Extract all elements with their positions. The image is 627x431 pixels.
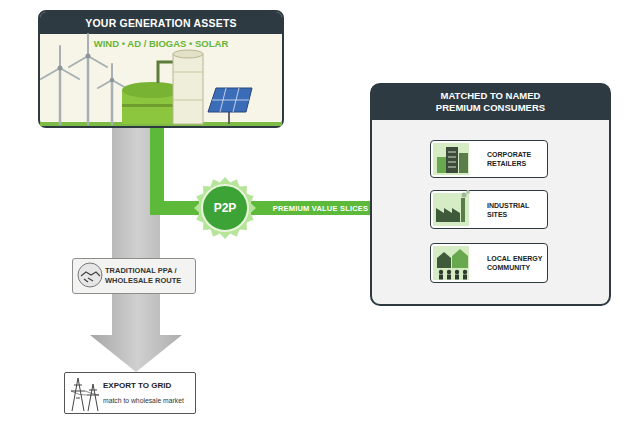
node-text: LOCAL ENERGY COMMUNITY — [487, 254, 547, 272]
node-text: CORPORATE RETAILERS — [487, 150, 547, 168]
node-text: TRADITIONAL PPA / WHOLESALE ROUTE — [105, 266, 192, 286]
source-box: YOUR GENERATION ASSETS WIND • AD / BIOGAS… — [38, 10, 284, 128]
flow-connector — [136, 128, 137, 258]
node-text: MATCHED TO NAMED PREMIUM CONSUMERS — [371, 84, 610, 120]
edge-label: PREMIUM VALUE SLICES — [273, 204, 369, 213]
member-box: CORPORATE RETAILERS — [430, 140, 548, 178]
flow-connector — [157, 128, 199, 208]
sink-box: EXPORT TO GRID match to wholesale market — [64, 372, 196, 414]
route-box: TRADITIONAL PPA / WHOLESALE ROUTE — [72, 258, 196, 294]
arrow-head — [90, 335, 182, 372]
value-band — [251, 201, 384, 215]
value-band — [251, 201, 384, 215]
node-text: P2P — [193, 176, 257, 240]
glow-burst — [194, 177, 256, 239]
node-text: INDUSTRIAL SITES — [487, 200, 547, 218]
node-subtext: match to wholesale market — [103, 397, 194, 404]
member-box: INDUSTRIAL SITES — [430, 190, 548, 229]
member-box: LOCAL ENERGY COMMUNITY — [430, 243, 548, 283]
node-subtext: WIND • AD / BIOGAS • SOLAR — [40, 38, 282, 49]
value-band — [157, 128, 199, 208]
route-band — [112, 294, 160, 336]
hub-circle: P2P — [193, 176, 257, 240]
node-text: YOUR GENERATION ASSETS — [40, 12, 282, 34]
group-box: CORPORATE RETAILERS INDUSTRIAL SITES LOCAL… — [370, 83, 611, 306]
value-band — [251, 201, 384, 215]
node-text: EXPORT TO GRID — [103, 381, 193, 390]
flow-connector — [90, 294, 182, 372]
